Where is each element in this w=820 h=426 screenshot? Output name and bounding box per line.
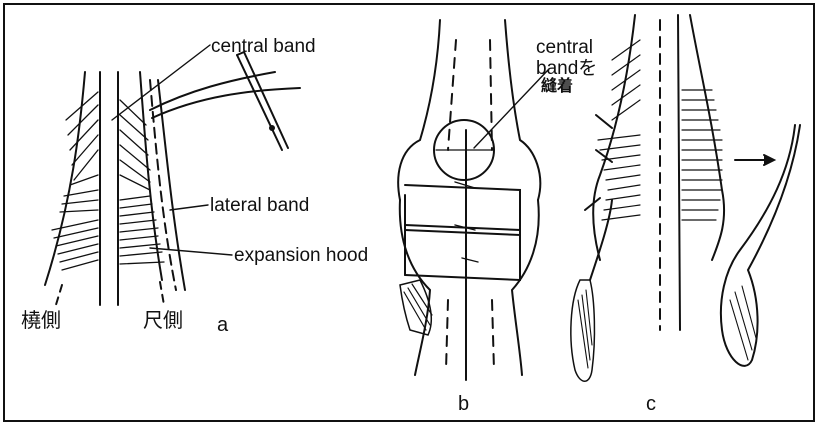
panel-b-label: b	[458, 394, 469, 414]
suture-label-line3: 縫着	[541, 79, 573, 95]
expansion-hood-label: expansion hood	[234, 246, 368, 265]
ulnar-side-label: 尺側	[143, 311, 183, 331]
central-band-label: central band	[211, 37, 316, 56]
lateral-band-label: lateral band	[210, 196, 309, 215]
suture-label-line2: bandを	[536, 59, 597, 78]
suture-label-line1: central	[536, 38, 593, 57]
panel-c-repair-sketch	[571, 15, 800, 381]
panel-a-label: a	[217, 315, 228, 335]
panel-b-joint-sketch	[398, 20, 548, 380]
radial-side-label: 橈側	[21, 311, 61, 331]
panel-a-finger-sketch	[45, 45, 300, 308]
panel-c-label: c	[646, 394, 656, 414]
